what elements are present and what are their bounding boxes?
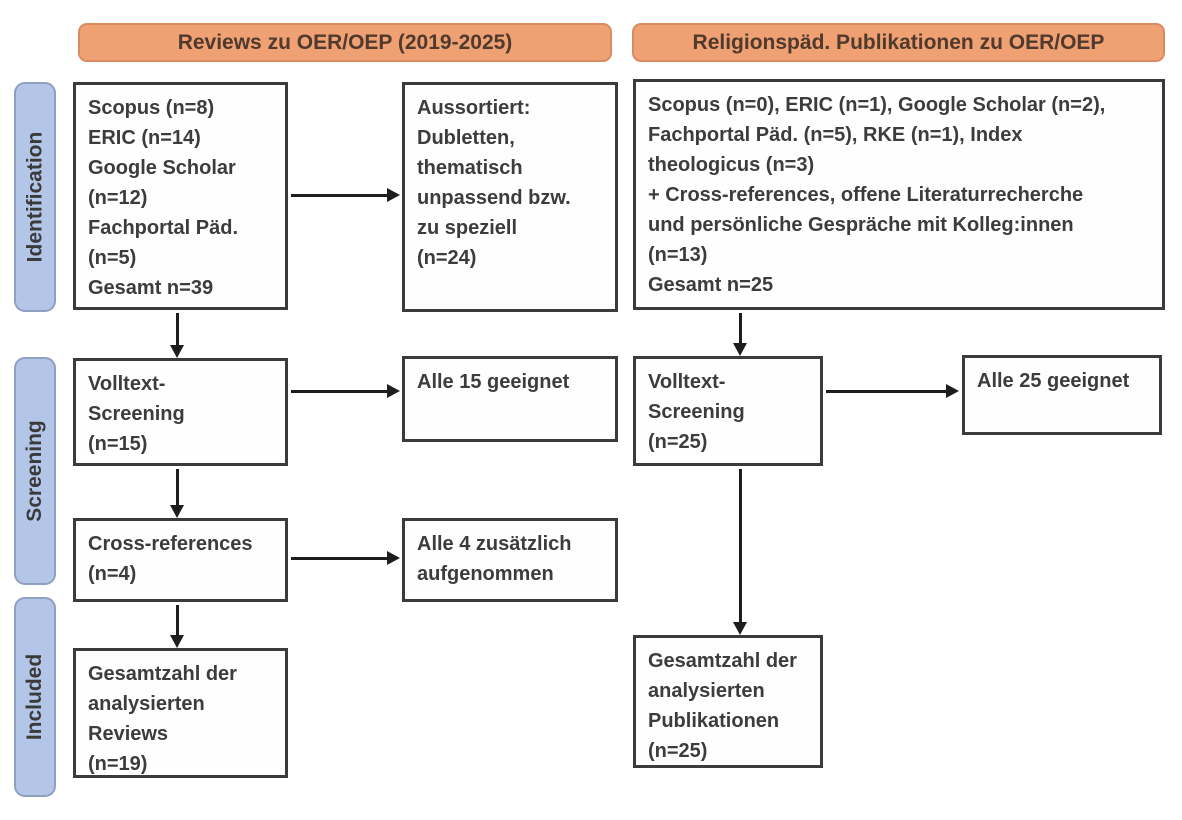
stage-label-identification-text: Identification xyxy=(23,131,47,263)
box-result-fulltext-left: Alle 15 geeignet xyxy=(402,356,618,442)
box-fulltext-screening-right: Volltext- Screening (n=25) xyxy=(633,356,823,466)
arrow-sources-to-excluded xyxy=(291,188,400,202)
arrow-sources-to-fulltext-right xyxy=(733,313,747,356)
arrow-fulltext-to-result-right xyxy=(826,384,959,398)
arrow-fulltext-to-included-right xyxy=(733,469,747,635)
stage-label-identification: Identification xyxy=(14,82,56,312)
column-header-reviews: Reviews zu OER/OEP (2019-2025) xyxy=(78,23,612,62)
stage-label-screening-text: Screening xyxy=(23,420,47,522)
box-fulltext-screening-left: Volltext- Screening (n=15) xyxy=(73,358,288,466)
box-excluded-left: Aussortiert: Dubletten, thematisch unpas… xyxy=(402,82,618,312)
arrow-sources-to-fulltext-left xyxy=(170,313,184,358)
arrow-fulltext-to-result-left xyxy=(291,384,400,398)
column-header-religionspaed: Religionspäd. Publikationen zu OER/OEP xyxy=(632,23,1165,62)
box-included-publications: Gesamtzahl der analysierten Publikatione… xyxy=(633,635,823,768)
arrow-crossref-to-result xyxy=(291,551,400,565)
arrow-crossref-to-included xyxy=(170,605,184,648)
arrow-fulltext-to-crossref xyxy=(170,469,184,518)
box-sources-left: Scopus (n=8) ERIC (n=14) Google Scholar … xyxy=(73,82,288,310)
box-sources-right: Scopus (n=0), ERIC (n=1), Google Scholar… xyxy=(633,79,1165,310)
box-cross-references: Cross-references (n=4) xyxy=(73,518,288,602)
stage-label-screening: Screening xyxy=(14,357,56,585)
stage-label-included: Included xyxy=(14,597,56,797)
box-included-reviews: Gesamtzahl der analysierten Reviews (n=1… xyxy=(73,648,288,778)
box-result-cross-references: Alle 4 zusätzlich aufgenommen xyxy=(402,518,618,602)
box-result-fulltext-right: Alle 25 geeignet xyxy=(962,355,1162,435)
stage-label-included-text: Included xyxy=(23,653,46,741)
